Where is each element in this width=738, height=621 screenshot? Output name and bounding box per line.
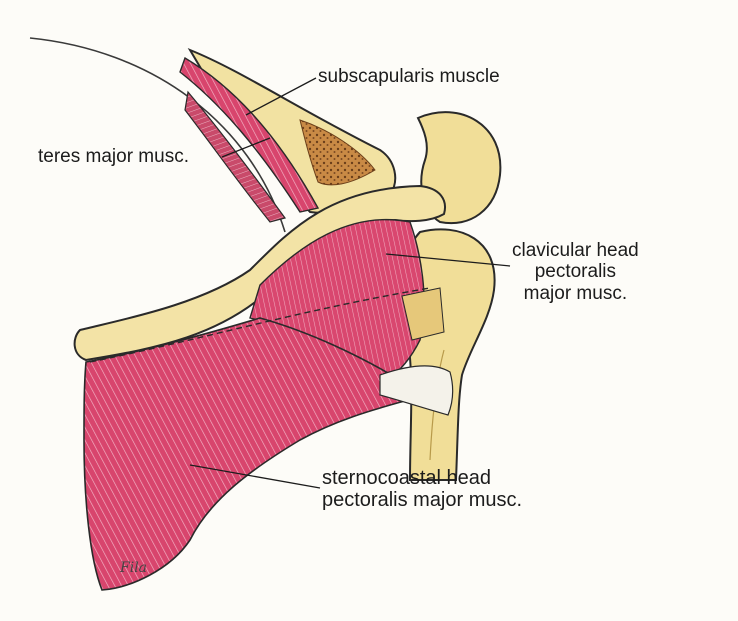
label-clavicular-head: clavicular head pectoralis major musc. (512, 240, 639, 304)
label-sternocostal-line-1: sternocoastal head (322, 467, 522, 489)
artist-signature: Fila (120, 560, 147, 576)
label-clavicular-line-2: pectoralis (512, 261, 639, 282)
label-clavicular-line-3: major musc. (512, 283, 639, 304)
label-clavicular-line-1: clavicular head (512, 240, 639, 261)
label-teres-major: teres major musc. (38, 146, 189, 167)
sternocostal-head-muscle (84, 318, 410, 590)
label-sternocostal-head: sternocoastal head pectoralis major musc… (322, 467, 522, 512)
label-sternocostal-line-2: pectoralis major musc. (322, 489, 522, 511)
label-subscapularis: subscapularis muscle (318, 66, 500, 87)
